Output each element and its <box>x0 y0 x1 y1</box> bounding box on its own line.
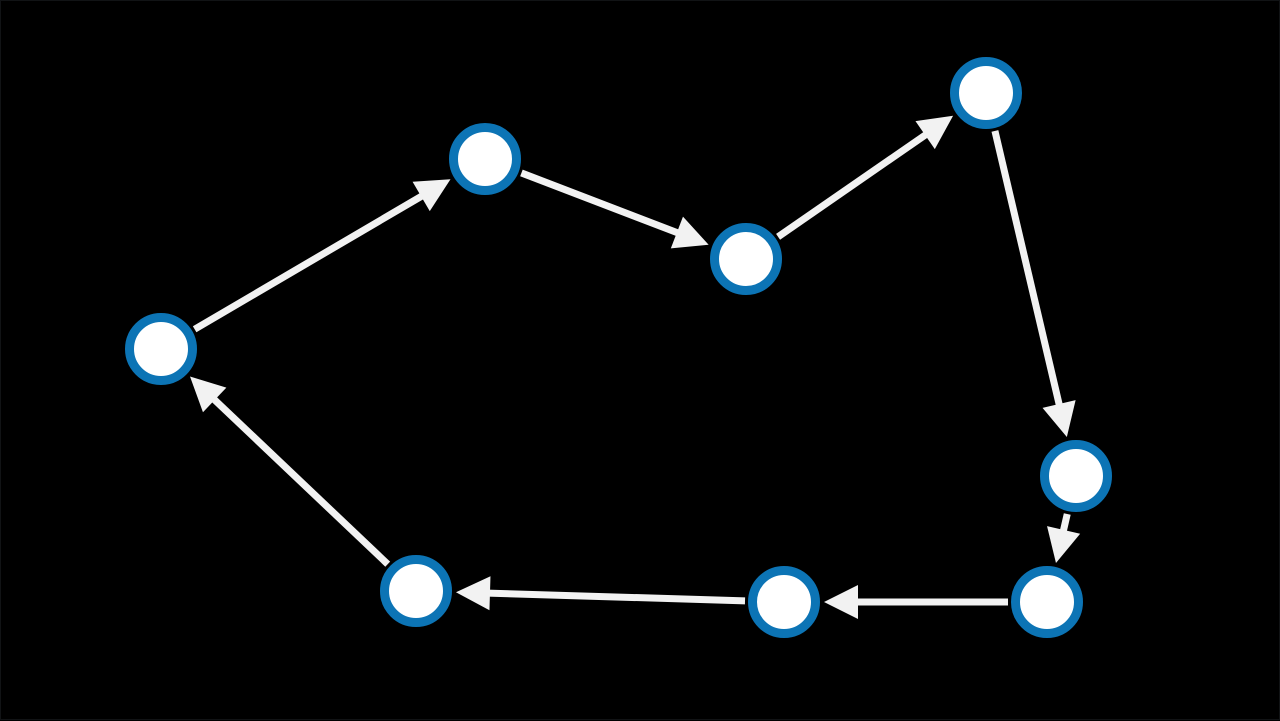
edge-n3-to-n4 <box>991 130 1063 407</box>
edge-n6-to-n7 <box>487 589 746 605</box>
graph-node-n1[interactable] <box>449 123 521 195</box>
arrowhead-icon-n7-to-n0 <box>190 376 227 413</box>
arrowhead-icon-n1-to-n2 <box>670 216 709 249</box>
arrowhead-icon-n5-to-n6 <box>824 585 858 619</box>
edges-layer <box>190 115 1081 619</box>
graph-node-n6[interactable] <box>748 566 820 638</box>
graph-node-n0[interactable] <box>125 313 197 385</box>
edge-n0-to-n1 <box>192 192 425 333</box>
node-circle-icon <box>380 555 452 627</box>
arrowhead-icon-n2-to-n3 <box>915 115 954 150</box>
node-circle-icon <box>449 123 521 195</box>
node-circle-icon <box>710 223 782 295</box>
graph-node-n2[interactable] <box>710 223 782 295</box>
edge-n7-to-n0 <box>210 396 391 567</box>
arrowhead-icon-n6-to-n7 <box>455 576 491 611</box>
node-circle-icon <box>125 313 197 385</box>
graph-node-n7[interactable] <box>380 555 452 627</box>
edge-n4-to-n5 <box>1059 513 1071 533</box>
node-circle-icon <box>950 57 1022 129</box>
nodes-layer <box>125 57 1112 638</box>
edge-n1-to-n2 <box>520 169 681 237</box>
node-circle-icon <box>748 566 820 638</box>
graph-node-n5[interactable] <box>1011 566 1083 638</box>
node-circle-icon <box>1040 440 1112 512</box>
arrowhead-icon-n4-to-n5 <box>1047 526 1081 564</box>
node-circle-icon <box>1011 566 1083 638</box>
edge-n2-to-n3 <box>776 131 929 240</box>
graph-node-n3[interactable] <box>950 57 1022 129</box>
arrowhead-icon-n0-to-n1 <box>412 179 451 212</box>
arrowhead-icon-n3-to-n4 <box>1042 400 1076 438</box>
graph-node-n4[interactable] <box>1040 440 1112 512</box>
